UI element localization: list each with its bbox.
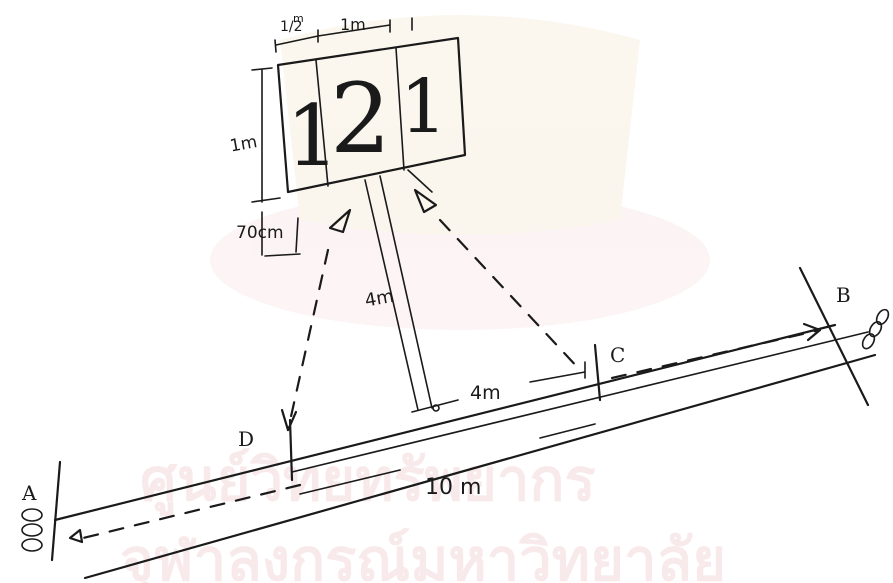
dist-4m-vertical: 4m: [363, 286, 395, 312]
sign-board: [276, 36, 467, 194]
dim-height-label: 1m: [228, 132, 258, 156]
tick-c: [593, 343, 602, 402]
arrow-right-triangle: [413, 188, 438, 214]
arrow-left-triangle: [328, 208, 352, 234]
dashed-travel-to-b: [610, 328, 822, 380]
dashed-travel-to-a: [73, 483, 302, 542]
watermark-line-2: จุฬาลงกรณ์มหาวิทยาลัย: [120, 526, 726, 583]
label-a: A: [21, 481, 37, 505]
arrow-shaft-right: [407, 169, 433, 193]
sign-outline: [276, 36, 467, 194]
dashed-line-to-d: [286, 248, 330, 432]
sign-digit-left: 1: [286, 87, 339, 185]
label-b: B: [836, 283, 851, 307]
dim-gap-label: 70cm: [236, 223, 284, 243]
dim-width-label: 1m: [340, 15, 366, 34]
vertical-4m-lines: [364, 175, 433, 411]
road-edge-bottom: [83, 353, 877, 580]
road-edge-top: [53, 323, 837, 522]
road-middle-line: [291, 331, 869, 473]
top-dimension-line: [274, 17, 413, 53]
arrow-head-a: [68, 528, 84, 544]
horizontal-4m-line: [411, 361, 586, 413]
label-c: C: [610, 343, 625, 367]
car-icon-a: [21, 508, 43, 552]
dist-4m-horizontal: 4m: [470, 382, 501, 404]
dim-half-unit: m: [293, 12, 304, 25]
car-icon-b: [861, 308, 890, 350]
label-d: D: [238, 427, 254, 451]
dimension-10m-line: [299, 423, 596, 495]
sign-divider-left: [315, 59, 329, 187]
watermark-seal: [210, 15, 710, 330]
watermark-line-1: ศูนย์วิทยทรัพยากร: [140, 446, 596, 516]
tick-d: [288, 418, 294, 482]
sign-divider-right: [395, 47, 405, 171]
dim-half-label: 1/2: [280, 19, 303, 35]
tick-a: [50, 460, 62, 562]
sign-digit-middle: 2: [330, 63, 391, 175]
dashed-line-to-c: [438, 218, 582, 372]
left-dimension-line: [251, 67, 301, 257]
foot-point: [432, 404, 440, 412]
arrow-head-b: [802, 322, 822, 342]
dist-10m: 10 m: [425, 475, 481, 500]
sign-digit-right: 1: [400, 64, 447, 150]
tick-b: [798, 266, 870, 407]
